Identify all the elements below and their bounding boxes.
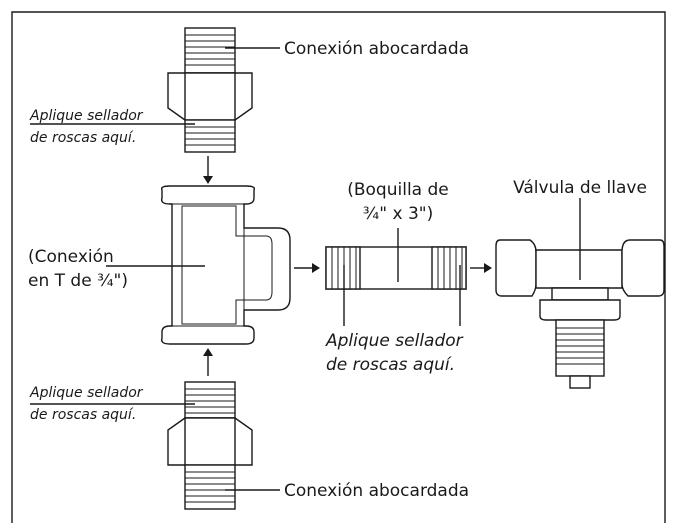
arrow-up-bottom xyxy=(203,348,213,376)
bottom-flare-fitting xyxy=(167,381,253,510)
bottom-fitting-label: Conexión abocardada xyxy=(284,481,469,501)
tee-fitting xyxy=(160,185,291,345)
top-fitting-label: Conexión abocardada xyxy=(284,39,469,59)
nipple-label-line1: (Boquilla de xyxy=(347,180,449,200)
valve-label: Válvula de llave xyxy=(513,178,647,198)
bottom-sealer-label-line2: de roscas aquí. xyxy=(30,407,136,423)
arrow-right-2 xyxy=(470,263,492,273)
tee-label-line2: en T de ¾") xyxy=(28,271,128,291)
middle-sealer-label-line1: Aplique sellador xyxy=(325,331,464,351)
tee-label-line1: (Conexión xyxy=(28,247,114,267)
top-sealer-label-line1: Aplique sellador xyxy=(29,108,144,124)
arrow-down-top xyxy=(203,156,213,184)
arrow-right-1 xyxy=(294,263,320,273)
pipe-nipple xyxy=(325,246,467,290)
shutoff-valve xyxy=(495,239,665,389)
frame-border xyxy=(11,11,666,523)
bottom-sealer-label-line1: Aplique sellador xyxy=(29,385,144,401)
nipple-label-line2: ¾" x 3") xyxy=(363,204,433,224)
top-sealer-label-line2: de roscas aquí. xyxy=(30,130,136,146)
top-flare-fitting xyxy=(167,27,253,153)
middle-sealer-label-line2: de roscas aquí. xyxy=(326,355,455,375)
